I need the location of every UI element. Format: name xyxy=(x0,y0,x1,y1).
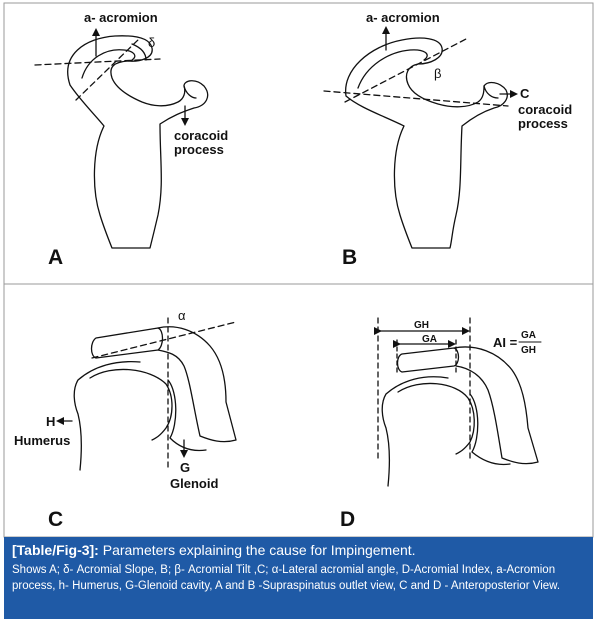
panel-a-scapula-outline xyxy=(67,35,209,249)
panel-a-delta-arc xyxy=(131,43,147,61)
panel-b-coracoid-label-1: coracoid xyxy=(518,102,572,117)
panel-a-slope-line xyxy=(75,37,141,101)
panel-d-ai-prefix: AI = xyxy=(493,335,518,350)
panel-b-base-line xyxy=(323,90,509,107)
figure-border xyxy=(3,2,594,538)
panel-b-angle-symbol: β xyxy=(434,66,441,81)
panel-c xyxy=(56,317,237,471)
caption-body: Shows A; δ- Acromial Slope, B; β- Acromi… xyxy=(12,564,561,592)
panel-b-c-label: C xyxy=(520,86,530,101)
panel-c-slope-line xyxy=(91,321,237,359)
panel-b-letter: B xyxy=(342,246,357,269)
panel-a-coracoid-label-2: process xyxy=(174,142,224,157)
panel-d-glenoid xyxy=(469,393,511,466)
panel-d-ai-numerator: GA xyxy=(521,330,536,341)
panel-c-letter: C xyxy=(48,508,63,531)
panel-c-acromion-right xyxy=(157,326,237,443)
panel-b-acromion-label: a- acromion xyxy=(366,10,440,25)
panel-b-scapula-outline xyxy=(345,37,508,249)
panel-b-coracoid-hook xyxy=(483,85,499,99)
panel-c-h-label: H xyxy=(46,414,55,429)
panel-b-acromion-inner xyxy=(357,49,428,89)
panel-d-ga-label: GA xyxy=(422,334,437,345)
panel-d-acromion-right xyxy=(453,346,539,465)
caption-title: Parameters explaining the cause for Impi… xyxy=(98,542,416,558)
panel-a-horizontal-line xyxy=(34,58,161,66)
caption-tag: [Table/Fig-3]: xyxy=(12,542,99,558)
panel-c-glenoid xyxy=(167,379,207,452)
panel-d-gh-label: GH xyxy=(414,320,429,331)
caption-title-line: [Table/Fig-3]: Parameters explaining the… xyxy=(12,541,585,559)
panel-b-tilt-line xyxy=(344,37,469,103)
panel-c-humeral-head xyxy=(89,368,173,441)
panel-c-glenoid-label: Glenoid xyxy=(170,476,218,491)
panel-d xyxy=(374,317,542,487)
panel-a-coracoid-hook xyxy=(183,85,197,99)
panel-d-letter: D xyxy=(340,508,355,531)
panel-a-acromion-inner xyxy=(81,49,136,79)
panel-a-angle-symbol: δ xyxy=(148,35,155,50)
panel-b-coracoid-label-2: process xyxy=(518,116,568,131)
panel-d-humeral-head xyxy=(397,382,475,455)
panel-c-g-label: G xyxy=(180,460,190,475)
panel-a-acromion-label: a- acromion xyxy=(84,10,158,25)
panel-a-letter: A xyxy=(48,246,63,269)
panel-c-angle-symbol: α xyxy=(178,308,186,323)
panel-d-acromion-left xyxy=(396,347,460,373)
panel-b xyxy=(323,26,518,249)
panel-c-humerus xyxy=(73,360,141,471)
caption: [Table/Fig-3]: Parameters explaining the… xyxy=(4,537,593,619)
panel-a xyxy=(34,28,209,249)
panel-a-coracoid-label-1: coracoid xyxy=(174,128,228,143)
panel-c-humerus-label: Humerus xyxy=(14,433,70,448)
panel-d-humerus xyxy=(381,376,449,487)
panel-d-ai-denominator: GH xyxy=(521,345,536,356)
